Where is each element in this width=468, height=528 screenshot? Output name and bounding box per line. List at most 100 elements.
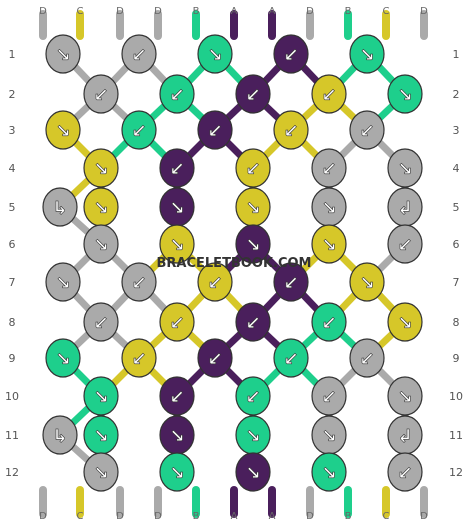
arrow-icon: ↙ bbox=[207, 273, 222, 294]
knot-r6-1[interactable]: ↘ bbox=[83, 224, 119, 264]
knot-r6-2[interactable]: ↘ bbox=[159, 224, 195, 264]
knot-r1-2[interactable]: ↙ bbox=[121, 34, 157, 74]
knot-r7-4[interactable]: ↙ bbox=[273, 262, 309, 302]
knot-r1-5[interactable]: ↘ bbox=[349, 34, 385, 74]
knot-r12-2[interactable]: ↘ bbox=[159, 452, 195, 492]
knot-r3-1[interactable]: ↘ bbox=[45, 110, 81, 150]
knot-body bbox=[197, 338, 233, 378]
arrow-icon: ↙ bbox=[245, 159, 260, 180]
knot-r2-5[interactable]: ↘ bbox=[387, 74, 423, 114]
arrow-icon: ↙ bbox=[397, 463, 412, 484]
knot-r10-2[interactable]: ↙ bbox=[159, 376, 195, 416]
string-label-bottom: D bbox=[39, 511, 47, 522]
row-number-left: 11 bbox=[5, 429, 19, 442]
arrow-icon: ↘ bbox=[93, 426, 108, 447]
arrow-icon: ↙ bbox=[131, 273, 146, 294]
knot-r4-5[interactable]: ↘ bbox=[387, 148, 423, 188]
row-number-left: 6 bbox=[9, 238, 16, 251]
string-label-top: A bbox=[231, 6, 238, 17]
knot-r3-5[interactable]: ↙ bbox=[349, 110, 385, 150]
knot-r10-1[interactable]: ↘ bbox=[83, 376, 119, 416]
row-number-right: 12 bbox=[449, 466, 463, 479]
knot-r11-4[interactable]: ↘ bbox=[235, 415, 271, 455]
knot-r11-5[interactable]: ↘ bbox=[311, 415, 347, 455]
knot-r1-3[interactable]: ↘ bbox=[197, 34, 233, 74]
knot-r2-3[interactable]: ↙ bbox=[235, 74, 271, 114]
knot-r8-2[interactable]: ↙ bbox=[159, 302, 195, 342]
arrow-icon: ↙ bbox=[207, 121, 222, 142]
knot-r10-5[interactable]: ↘ bbox=[387, 376, 423, 416]
knot-body bbox=[83, 224, 119, 264]
arrow-icon: ↘ bbox=[93, 463, 108, 484]
knot-r12-5[interactable]: ↙ bbox=[387, 452, 423, 492]
knot-r8-1[interactable]: ↙ bbox=[83, 302, 119, 342]
knot-r2-4[interactable]: ↙ bbox=[311, 74, 347, 114]
knot-r9-2[interactable]: ↙ bbox=[121, 338, 157, 378]
knot-r12-4[interactable]: ↘ bbox=[311, 452, 347, 492]
knot-r9-1[interactable]: ↘ bbox=[45, 338, 81, 378]
knot-r7-2[interactable]: ↙ bbox=[121, 262, 157, 302]
watermark: BRACELETBOOK.COM bbox=[157, 256, 312, 271]
knot-r5-2[interactable]: ↘ bbox=[83, 187, 119, 227]
knot-r11-6[interactable]: ↲ bbox=[387, 415, 423, 455]
knot-r11-2[interactable]: ↘ bbox=[83, 415, 119, 455]
row-number-left: 9 bbox=[9, 352, 16, 365]
knot-r5-6[interactable]: ↲ bbox=[387, 187, 423, 227]
knot-body bbox=[42, 415, 78, 455]
knot-r3-3[interactable]: ↙ bbox=[197, 110, 233, 150]
knot-r9-5[interactable]: ↙ bbox=[349, 338, 385, 378]
string-label-bottom: A bbox=[269, 511, 276, 522]
row-number-left: 10 bbox=[5, 390, 19, 403]
knot-r9-4[interactable]: ↙ bbox=[273, 338, 309, 378]
knot-body bbox=[311, 148, 347, 188]
knot-r5-4[interactable]: ↘ bbox=[235, 187, 271, 227]
row-number-right: 2 bbox=[453, 88, 460, 101]
arrow-icon: ↘ bbox=[321, 463, 336, 484]
arrow-icon: ↙ bbox=[169, 313, 184, 334]
knot-r12-1[interactable]: ↘ bbox=[83, 452, 119, 492]
arrow-icon: ↙ bbox=[93, 85, 108, 106]
knot-body bbox=[311, 452, 347, 492]
row-number-right: 5 bbox=[453, 201, 460, 214]
knot-r7-1[interactable]: ↘ bbox=[45, 262, 81, 302]
knot-r10-3[interactable]: ↙ bbox=[235, 376, 271, 416]
knot-r9-3[interactable]: ↙ bbox=[197, 338, 233, 378]
knot-body bbox=[121, 110, 157, 150]
knot-r4-2[interactable]: ↙ bbox=[159, 148, 195, 188]
knot-body bbox=[235, 302, 271, 342]
knot-r7-5[interactable]: ↘ bbox=[349, 262, 385, 302]
row-number-right: 10 bbox=[449, 390, 463, 403]
knot-r8-3[interactable]: ↙ bbox=[235, 302, 271, 342]
string-label-top: D bbox=[306, 6, 314, 17]
arrow-icon: ↘ bbox=[321, 235, 336, 256]
string-label-bottom: C bbox=[383, 511, 390, 522]
knot-r6-3[interactable]: ↘ bbox=[235, 224, 271, 264]
knot-r4-4[interactable]: ↙ bbox=[311, 148, 347, 188]
string-label-bottom: D bbox=[154, 511, 162, 522]
knot-r8-4[interactable]: ↙ bbox=[311, 302, 347, 342]
knot-body bbox=[311, 376, 347, 416]
knot-r11-1[interactable]: ↳ bbox=[42, 415, 78, 455]
knot-r11-3[interactable]: ↘ bbox=[159, 415, 195, 455]
arrow-icon: ↘ bbox=[169, 198, 184, 219]
knot-r4-1[interactable]: ↘ bbox=[83, 148, 119, 188]
knot-body bbox=[159, 74, 195, 114]
knot-r5-5[interactable]: ↘ bbox=[311, 187, 347, 227]
knot-r4-3[interactable]: ↙ bbox=[235, 148, 271, 188]
knot-r1-4[interactable]: ↙ bbox=[273, 34, 309, 74]
knot-r2-2[interactable]: ↙ bbox=[159, 74, 195, 114]
knot-r3-4[interactable]: ↙ bbox=[273, 110, 309, 150]
arrow-icon: ↘ bbox=[321, 198, 336, 219]
knot-r2-1[interactable]: ↙ bbox=[83, 74, 119, 114]
knot-r3-2[interactable]: ↙ bbox=[121, 110, 157, 150]
knot-r6-4[interactable]: ↘ bbox=[311, 224, 347, 264]
arrow-icon: ↘ bbox=[359, 273, 374, 294]
knot-r12-3[interactable]: ↘ bbox=[235, 452, 271, 492]
knot-r7-3[interactable]: ↙ bbox=[197, 262, 233, 302]
knot-r5-3[interactable]: ↘ bbox=[159, 187, 195, 227]
knot-r8-5[interactable]: ↘ bbox=[387, 302, 423, 342]
knot-r5-1[interactable]: ↳ bbox=[42, 187, 78, 227]
knot-r10-4[interactable]: ↙ bbox=[311, 376, 347, 416]
knot-r1-1[interactable]: ↘ bbox=[45, 34, 81, 74]
knot-r6-5[interactable]: ↙ bbox=[387, 224, 423, 264]
